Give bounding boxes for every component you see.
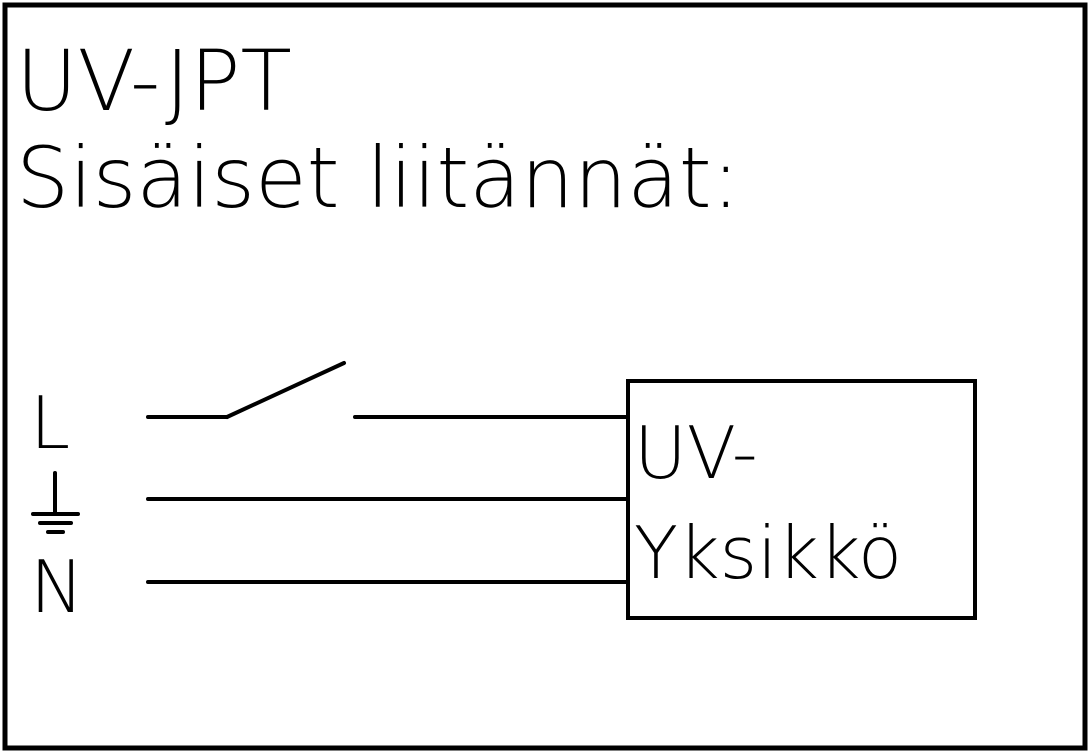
title-line-2: Sisäiset liitännät: [16, 129, 740, 227]
unit-label-line-1: UV- [634, 411, 758, 495]
ground-icon [31, 471, 80, 534]
wire-l [146, 361, 629, 419]
terminal-label-n: N [30, 545, 84, 629]
switch-icon [225, 361, 346, 419]
uv-unit-box [626, 379, 977, 620]
title-line-1: UV-JPT [16, 32, 292, 130]
unit-label-line-2: Yksikkö [634, 511, 902, 595]
terminal-label-l: L [30, 381, 70, 465]
